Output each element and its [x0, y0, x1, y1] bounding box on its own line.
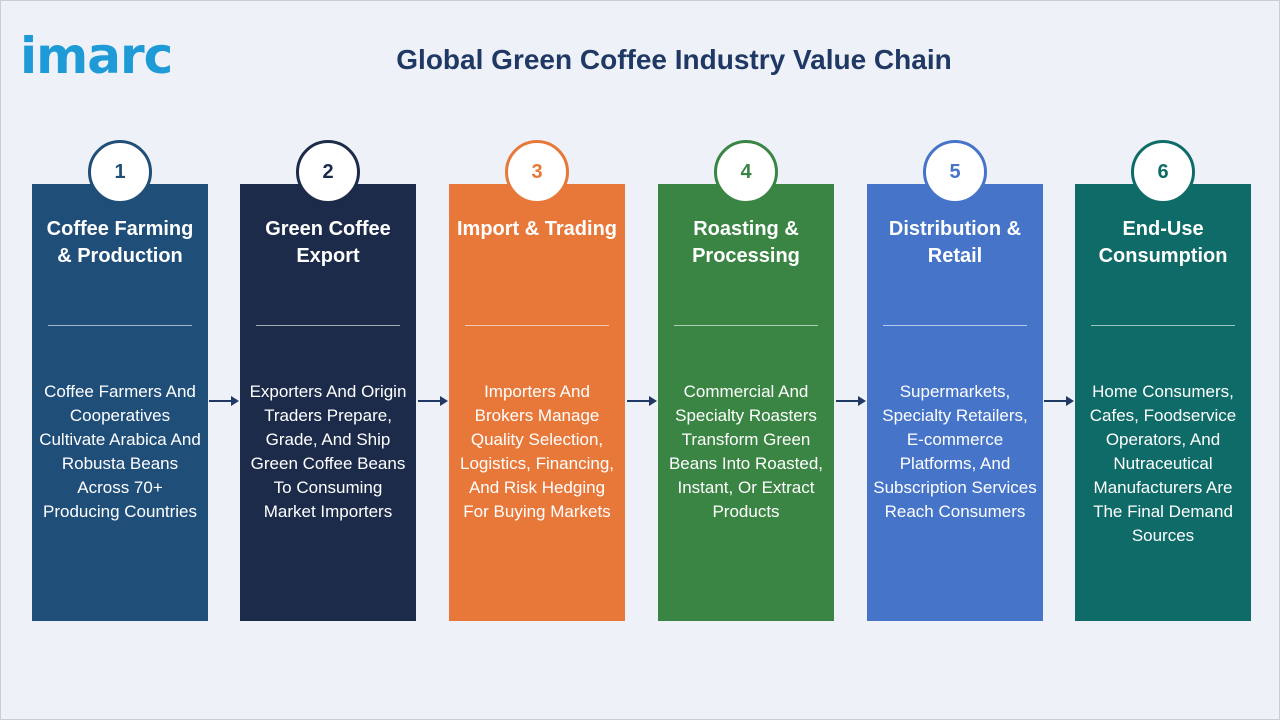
stage-description: Supermarkets, Specialty Retailers, E-com… — [873, 382, 1037, 521]
stage-number-badge-1: 1 — [88, 140, 152, 204]
stage-divider — [256, 325, 400, 326]
arrow-right-icon — [835, 396, 866, 406]
logo-text: imarc — [20, 27, 173, 85]
stage-title: Green Coffee Export — [265, 218, 391, 267]
stage-title: Distribution & Retail — [888, 218, 1022, 267]
stage-divider — [883, 325, 1027, 326]
stage-divider — [48, 325, 192, 326]
arrow-right-icon — [417, 396, 448, 406]
stage-number-badge-3: 3 — [505, 140, 569, 204]
stage-divider — [1091, 325, 1235, 326]
stage-number-badge-2: 2 — [296, 140, 360, 204]
stage-description: Home Consumers, Cafes, Foodservice Opera… — [1089, 382, 1237, 545]
imarc-logo: imarc — [20, 28, 200, 84]
stage-title: Coffee Farming & Production — [46, 218, 194, 267]
arrow-right-icon — [1044, 396, 1074, 406]
page-title: Global Green Coffee Industry Value Chain — [396, 44, 952, 75]
arrow-right-icon — [209, 396, 239, 406]
stage-number-badge-6: 6 — [1131, 140, 1195, 204]
stage-divider — [674, 325, 818, 326]
stage-description: Exporters And Origin Traders Prepare, Gr… — [249, 382, 407, 521]
stage-title: End-Use Consumption — [1098, 218, 1228, 267]
stage-title: Import & Trading — [457, 218, 617, 240]
stage-description: Coffee Farmers And Cooperatives Cultivat… — [39, 382, 201, 521]
stage-title: Roasting & Processing — [692, 218, 800, 267]
arrow-right-icon — [626, 396, 657, 406]
stage-description: Commercial And Specialty Roasters Transf… — [668, 382, 824, 521]
stage-number-badge-4: 4 — [714, 140, 778, 204]
stage-number-badge-5: 5 — [923, 140, 987, 204]
stage-divider — [465, 325, 609, 326]
stage-description: Importers And Brokers Manage Quality Sel… — [459, 382, 615, 521]
